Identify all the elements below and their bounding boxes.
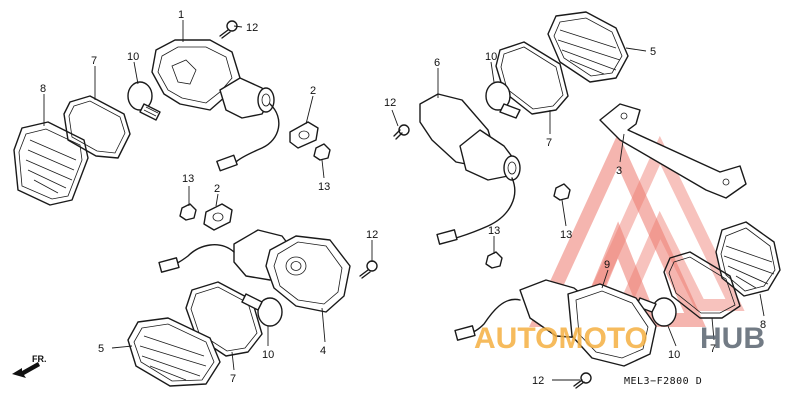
callout-numbers: 1 12 10 7 8 2 13 13 2 12 4 10 7 5 6 12 1… bbox=[40, 9, 766, 387]
housing-9 bbox=[454, 279, 657, 367]
callout-13-lower-left: 13 bbox=[182, 173, 194, 185]
callout-7-lower-right: 7 bbox=[710, 343, 716, 355]
bulb-10-top-right bbox=[485, 81, 521, 119]
housing-1 bbox=[151, 39, 280, 172]
callout-10-top-left: 10 bbox=[127, 51, 139, 63]
callout-10-lower-right: 10 bbox=[668, 349, 680, 361]
callout-13-upper: 13 bbox=[318, 181, 330, 193]
front-direction-arrow: FR. bbox=[12, 354, 47, 378]
lens-5-top-right bbox=[547, 11, 629, 83]
grommet-2-lower bbox=[203, 203, 233, 231]
gasket-7-left bbox=[63, 95, 131, 159]
callout-8-right: 8 bbox=[760, 319, 766, 331]
screw-12-top bbox=[219, 20, 238, 39]
watermark-text-part2: HUB bbox=[700, 322, 765, 355]
watermark-text: AUTOMOTO HUB bbox=[474, 322, 765, 355]
callout-12-mid-left: 12 bbox=[366, 229, 378, 241]
callout-12-top: 12 bbox=[246, 22, 258, 34]
nut-13-bracket bbox=[553, 183, 571, 201]
diagram-code: MEL3−F2800 D bbox=[624, 376, 702, 387]
callout-13-right-lower: 13 bbox=[488, 225, 500, 237]
bulb-10-lower-left bbox=[241, 293, 283, 327]
direction-label: FR. bbox=[32, 354, 47, 364]
callout-2-upper: 2 bbox=[310, 85, 316, 97]
callout-1: 1 bbox=[178, 9, 184, 21]
callout-12-top-right: 12 bbox=[384, 97, 396, 109]
watermark-text-part1: AUTOMOTO bbox=[474, 322, 648, 355]
leader-lines bbox=[43, 20, 765, 381]
lens-5-lower-left bbox=[127, 317, 221, 387]
callout-12-bottom: 12 bbox=[532, 375, 544, 387]
nut-13-upper bbox=[313, 143, 331, 161]
gasket-7-top-right bbox=[495, 41, 569, 115]
grommet-2-upper bbox=[289, 121, 319, 149]
lens-8-left bbox=[13, 121, 89, 206]
callout-5-top-right: 5 bbox=[650, 46, 656, 58]
callout-8-left: 8 bbox=[40, 83, 46, 95]
screw-12-mid-left bbox=[359, 260, 378, 279]
callout-6: 6 bbox=[434, 57, 440, 69]
callout-10-top-right: 10 bbox=[485, 51, 497, 63]
callout-9: 9 bbox=[604, 259, 610, 271]
callout-7-top-left: 7 bbox=[91, 55, 97, 67]
bulb-10-top-left bbox=[127, 81, 161, 121]
screw-12-top-right bbox=[393, 124, 410, 140]
callout-7-lower-left: 7 bbox=[230, 373, 236, 385]
callout-7-top-right: 7 bbox=[546, 137, 552, 149]
gasket-7-lower-left bbox=[185, 281, 263, 357]
callout-10-lower-left: 10 bbox=[262, 349, 274, 361]
bracket-3 bbox=[599, 103, 747, 199]
gasket-7-lower-right bbox=[663, 251, 741, 319]
housing-6 bbox=[419, 93, 521, 245]
callout-5-lower-left: 5 bbox=[98, 343, 104, 355]
callout-2-lower: 2 bbox=[214, 183, 220, 195]
callout-4: 4 bbox=[320, 345, 326, 357]
callout-13-bracket: 13 bbox=[560, 229, 572, 241]
nut-13-right-lower bbox=[485, 251, 503, 269]
screw-12-bottom bbox=[573, 372, 592, 389]
callout-3: 3 bbox=[616, 165, 622, 177]
lens-8-right bbox=[715, 221, 781, 297]
housing-4 bbox=[158, 229, 351, 313]
nut-13-lower-left bbox=[179, 203, 197, 221]
